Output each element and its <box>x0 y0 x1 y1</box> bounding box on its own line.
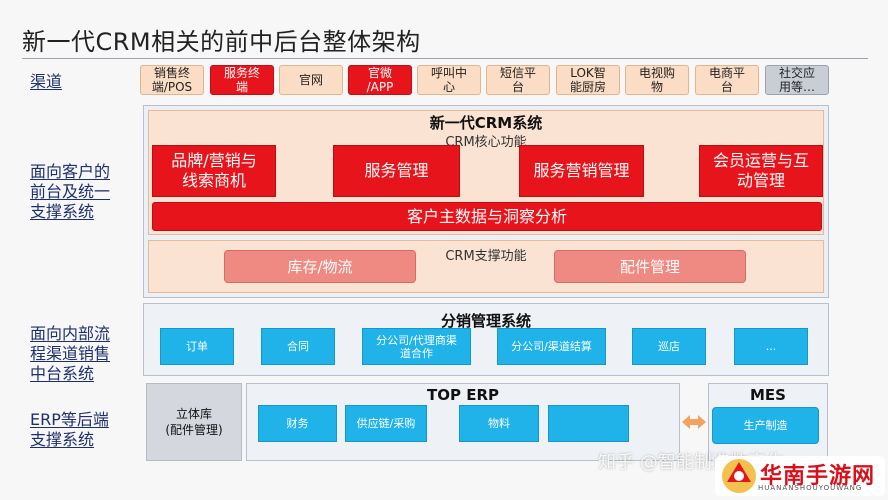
distribution-item-order: 订单 <box>160 328 234 365</box>
channel-chip: LOK智能厨房 <box>556 65 620 95</box>
crm-system-title: 新一代CRM系统 <box>429 114 543 132</box>
logo-name: 华南手游网 <box>760 464 876 489</box>
row-label-middle-line3: 中台系统 <box>30 364 95 383</box>
erp-title: TOP ERP <box>427 386 499 404</box>
row-label-back: ERP等后端 支撑系统 <box>30 410 109 450</box>
warehouse-box: 立体库(配件管理) <box>146 383 242 461</box>
erp-item-supply-chain: 供应链/采购 <box>345 405 427 442</box>
crm-core-title: CRM核心功能 <box>445 135 527 150</box>
channel-chip: 电商平台 <box>695 65 759 95</box>
distribution-item-settlement: 分公司/渠道结算 <box>497 328 606 365</box>
channel-chip: 社交应用等… <box>765 65 829 95</box>
row-label-channel: 渠道 <box>30 72 63 91</box>
row-label-front-line3: 支撑系统 <box>30 202 95 221</box>
channel-chip: 官微/APP <box>348 65 412 95</box>
channel-chip: 服务终端 <box>210 65 274 95</box>
row-label-front-line2: 前台及统一 <box>30 182 111 201</box>
row-label-middle-line2: 程渠道销售 <box>30 344 111 363</box>
channel-chip: 短信平台 <box>486 65 550 95</box>
distribution-item-contract: 合同 <box>261 328 335 365</box>
distribution-item-agency-cooperation: 分公司/代理商渠道合作 <box>362 328 471 365</box>
distribution-title: 分销管理系统 <box>440 312 531 330</box>
erp-item-materials: 物料 <box>459 405 539 442</box>
erp-item-finance: 财务 <box>258 405 337 442</box>
core-item-member-operations: 会员运营与互动管理 <box>699 145 823 197</box>
row-label-middle-line1: 面向内部流 <box>30 324 111 343</box>
channel-chip: 呼叫中心 <box>417 65 481 95</box>
erp-item-blank <box>548 405 629 442</box>
customer-master-data-bar: 客户主数据与洞察分析 <box>152 202 822 231</box>
site-logo <box>715 456 885 496</box>
channel-chip: 官网 <box>279 65 343 95</box>
logo-subtitle: HUANANSHOUYOUWANG <box>758 484 863 492</box>
row-label-back-line2: 支撑系统 <box>30 430 95 449</box>
row-label-middle: 面向内部流 程渠道销售 中台系统 <box>30 324 110 384</box>
page-title: 新一代CRM相关的前中后台整体架构 <box>22 28 421 56</box>
title-divider <box>22 58 868 59</box>
distribution-panel <box>143 303 829 376</box>
channel-chip: 销售终端/POS <box>140 65 204 95</box>
core-item-service-management: 服务管理 <box>333 145 460 197</box>
mes-item-production: 生产制造 <box>712 407 819 444</box>
row-label-front-line1: 面向客户的 <box>30 162 111 181</box>
crm-support-title: CRM支撑功能 <box>445 249 527 264</box>
mes-title: MES <box>750 386 786 404</box>
double-arrow-icon <box>682 415 706 429</box>
channel-chip: 电视购物 <box>625 65 689 95</box>
row-label-back-line1: ERP等后端 <box>30 410 109 429</box>
core-item-service-marketing: 服务营销管理 <box>519 145 644 197</box>
support-item-parts-management: 配件管理 <box>554 250 746 283</box>
support-item-inventory-logistics: 库存/物流 <box>224 250 416 283</box>
distribution-item-more: ... <box>734 328 808 365</box>
row-label-front: 面向客户的 前台及统一 支撑系统 <box>30 162 110 222</box>
distribution-item-store-patrol: 巡店 <box>632 328 706 365</box>
core-item-brand-marketing: 品牌/营销与线索商机 <box>152 145 276 197</box>
